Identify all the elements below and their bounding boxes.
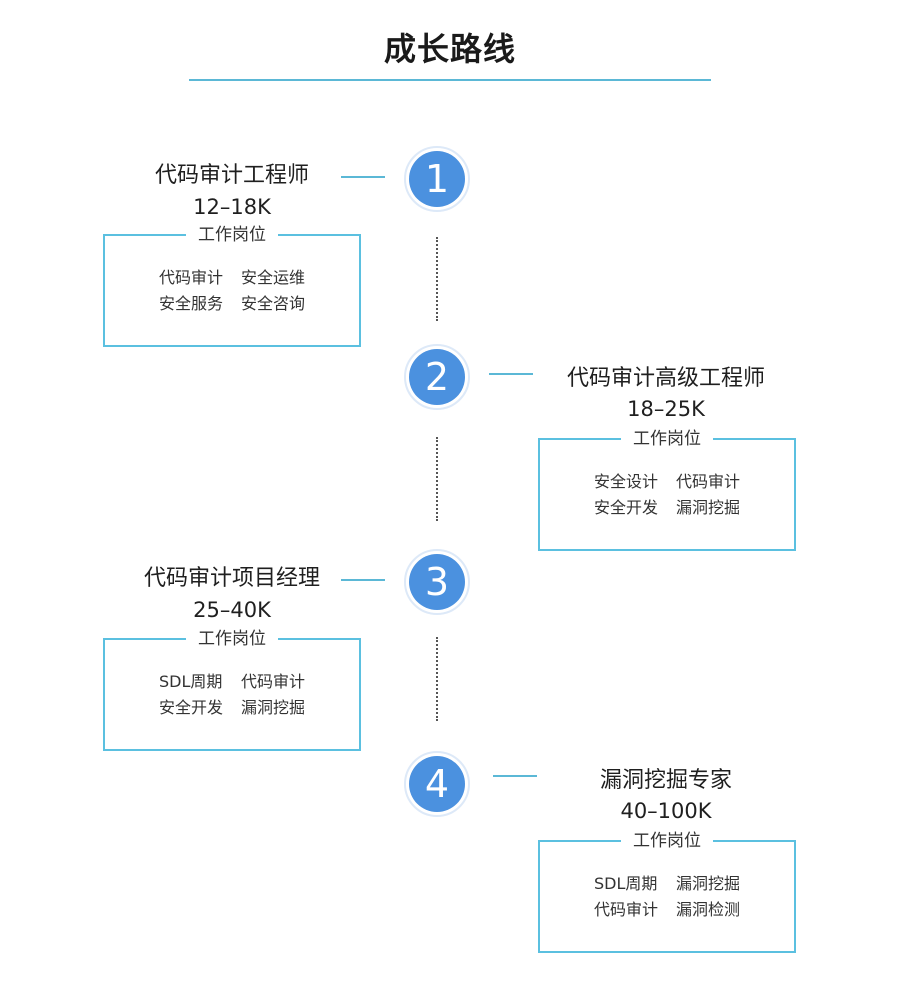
step-3-role-title: 代码审计项目经理 (143, 566, 320, 591)
step-1-number: 1 (409, 151, 465, 207)
timeline-connector-1-2 (436, 237, 438, 321)
step-2-jobs-label: 工作岗位 (621, 426, 713, 452)
step-1-role-title: 代码审计工程师 (154, 163, 309, 188)
job-item: 漏洞检测 (676, 900, 741, 919)
step-2-number: 2 (409, 349, 465, 405)
step-3-link (341, 579, 385, 581)
step-1-salary: 12–18K (193, 195, 271, 219)
step-4-salary: 40–100K (620, 799, 712, 823)
step-2-role-title: 代码审计高级工程师 (566, 366, 765, 391)
step-1-jobs-box: 工作岗位 代码审计 安全运维 安全服务 安全咨询 (103, 222, 361, 347)
job-item: 代码审计 (158, 268, 223, 287)
step-3-jobs-label: 工作岗位 (186, 626, 278, 652)
step-1-jobs-label: 工作岗位 (186, 222, 278, 248)
step-3-salary: 25–40K (193, 598, 271, 622)
job-item: 代码审计 (593, 900, 658, 919)
page-title: 成长路线 (383, 30, 516, 68)
step-4-role-title: 漏洞挖掘专家 (599, 768, 732, 793)
job-item: 安全服务 (158, 294, 223, 313)
step-4-jobs-box: 工作岗位 SDL周期 漏洞挖掘 代码审计 漏洞检测 (538, 828, 796, 953)
step-2-salary: 18–25K (627, 397, 705, 421)
job-item: 代码审计 (241, 672, 306, 691)
step-1-link (341, 176, 385, 178)
job-item: SDL周期 (158, 672, 223, 691)
timeline-connector-3-4 (436, 637, 438, 721)
job-item: 代码审计 (676, 472, 741, 491)
job-item: SDL周期 (593, 874, 658, 893)
step-2-jobs-box: 工作岗位 安全设计 代码审计 安全开发 漏洞挖掘 (538, 426, 796, 551)
step-2-circle: 2 (404, 344, 470, 410)
step-3-circle: 3 (404, 549, 470, 615)
step-1-circle: 1 (404, 146, 470, 212)
job-item: 安全开发 (593, 498, 658, 517)
step-4-jobs-label: 工作岗位 (621, 828, 713, 854)
title-divider (189, 79, 711, 81)
job-item: 漏洞挖掘 (676, 498, 741, 517)
job-item: 漏洞挖掘 (676, 874, 741, 893)
job-item: 安全运维 (241, 268, 306, 287)
step-4-circle: 4 (404, 751, 470, 817)
job-item: 漏洞挖掘 (241, 698, 306, 717)
step-4-number: 4 (409, 756, 465, 812)
step-2-link (489, 373, 533, 375)
job-item: 安全设计 (593, 472, 658, 491)
step-3-number: 3 (409, 554, 465, 610)
step-4-link (493, 775, 537, 777)
job-item: 安全咨询 (241, 294, 306, 313)
job-item: 安全开发 (158, 698, 223, 717)
timeline-connector-2-3 (436, 437, 438, 521)
step-3-jobs-box: 工作岗位 SDL周期 代码审计 安全开发 漏洞挖掘 (103, 626, 361, 751)
